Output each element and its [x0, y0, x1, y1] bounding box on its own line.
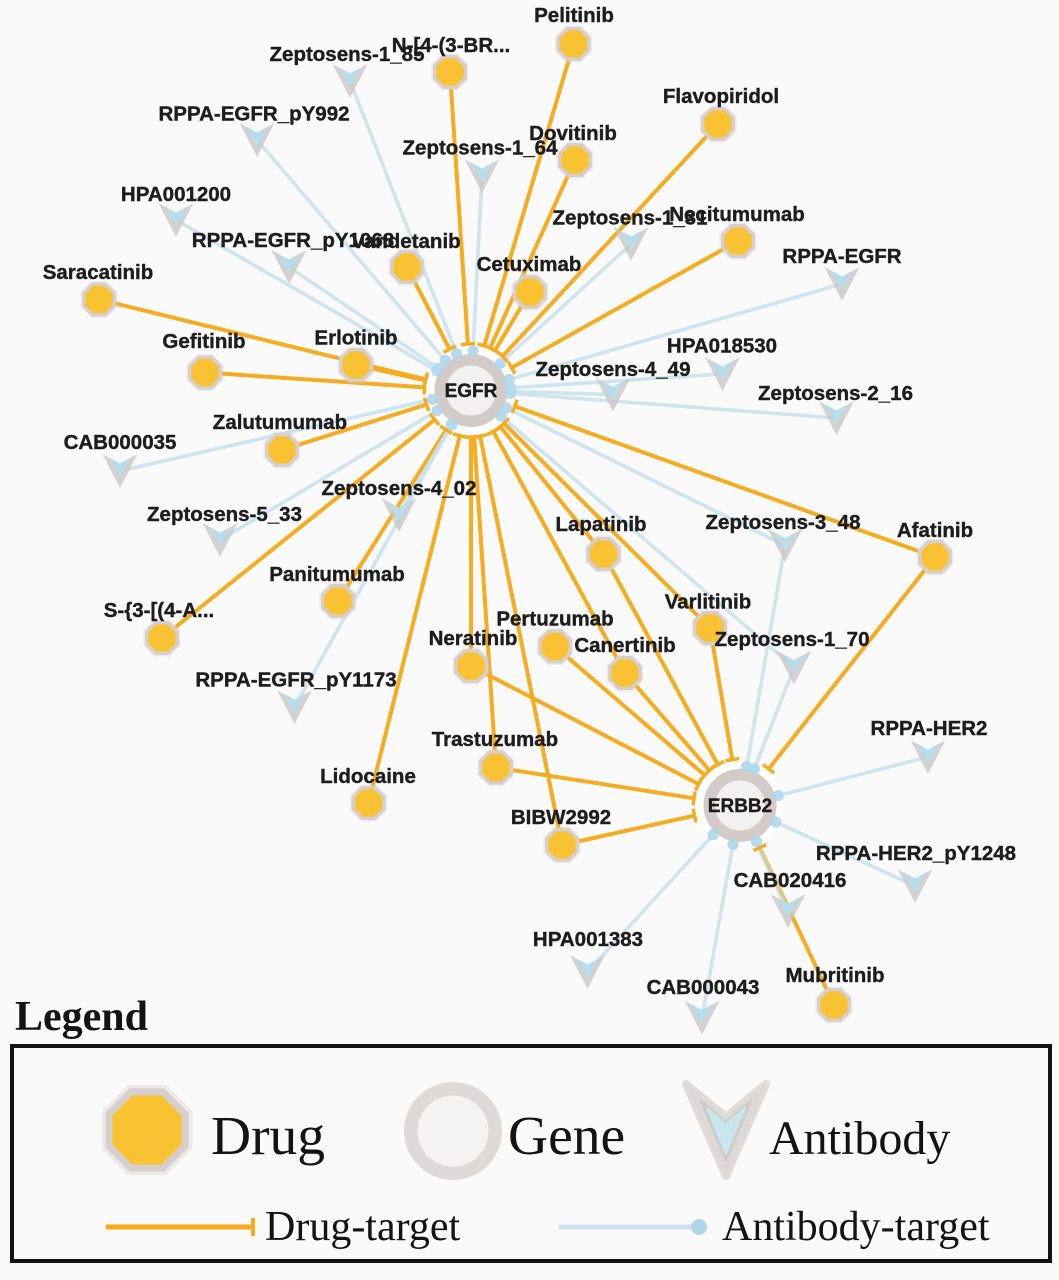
svg-text:Zalutumumab: Zalutumumab [213, 411, 347, 434]
svg-text:HPA018530: HPA018530 [667, 335, 777, 358]
svg-text:Varlitinib: Varlitinib [665, 591, 752, 614]
svg-text:ERBB2: ERBB2 [708, 796, 772, 817]
svg-text:CAB000043: CAB000043 [647, 976, 760, 999]
svg-text:Necitumumab: Necitumumab [669, 203, 805, 226]
svg-text:RPPA-EGFR_pY992: RPPA-EGFR_pY992 [158, 103, 349, 126]
svg-text:HPA001383: HPA001383 [533, 928, 643, 951]
svg-text:Trastuzumab: Trastuzumab [432, 728, 558, 751]
svg-text:RPPA-EGFR_pY1173: RPPA-EGFR_pY1173 [195, 669, 396, 692]
svg-text:Zeptosens-4_02: Zeptosens-4_02 [322, 477, 477, 500]
svg-text:Canertinib: Canertinib [574, 634, 675, 657]
svg-text:Zeptosens-4_49: Zeptosens-4_49 [536, 358, 691, 381]
svg-text:Antibody-target: Antibody-target [722, 1204, 990, 1250]
svg-text:RPPA-EGFR_pY1068: RPPA-EGFR_pY1068 [192, 229, 394, 252]
svg-text:Lidocaine: Lidocaine [320, 765, 416, 788]
svg-text:BIBW2992: BIBW2992 [511, 806, 611, 829]
svg-text:EGFR: EGFR [445, 381, 498, 402]
svg-text:Gene: Gene [508, 1106, 625, 1167]
svg-text:RPPA-HER2: RPPA-HER2 [871, 717, 988, 740]
svg-text:Panitumumab: Panitumumab [269, 563, 405, 586]
svg-text:Neratinib: Neratinib [429, 627, 518, 650]
svg-text:Gefitinib: Gefitinib [162, 330, 245, 353]
svg-text:Cetuximab: Cetuximab [477, 253, 582, 276]
svg-text:Pelitinib: Pelitinib [534, 4, 614, 27]
svg-text:Saracatinib: Saracatinib [43, 261, 154, 284]
svg-text:HPA001200: HPA001200 [121, 183, 231, 206]
svg-text:RPPA-EGFR: RPPA-EGFR [782, 245, 901, 268]
svg-text:Antibody: Antibody [769, 1112, 950, 1165]
svg-text:CAB000035: CAB000035 [64, 431, 177, 454]
svg-text:Zeptosens-1_64: Zeptosens-1_64 [403, 137, 559, 160]
svg-text:Erlotinib: Erlotinib [314, 327, 397, 350]
svg-text:Vandetanib: Vandetanib [351, 230, 460, 253]
svg-text:Zeptosens-5_33: Zeptosens-5_33 [147, 503, 302, 526]
svg-text:Flavopiridol: Flavopiridol [663, 85, 779, 108]
svg-text:Afatinib: Afatinib [897, 519, 973, 542]
svg-text:Dovitinib: Dovitinib [529, 122, 617, 145]
svg-text:Zeptosens-2_16: Zeptosens-2_16 [758, 382, 913, 405]
svg-text:Legend: Legend [15, 994, 148, 1040]
svg-text:CAB020416: CAB020416 [734, 869, 847, 892]
svg-text:Drug: Drug [211, 1106, 325, 1167]
svg-text:Lapatinib: Lapatinib [555, 513, 646, 536]
svg-text:RPPA-HER2_pY1248: RPPA-HER2_pY1248 [816, 842, 1016, 865]
svg-text:Drug-target: Drug-target [265, 1204, 460, 1250]
svg-text:Zeptosens-3_48: Zeptosens-3_48 [706, 511, 861, 534]
svg-text:N-[4-(3-BR...: N-[4-(3-BR... [392, 34, 510, 57]
svg-text:Zeptosens-1_31: Zeptosens-1_31 [553, 207, 708, 230]
svg-text:Pertuzumab: Pertuzumab [496, 608, 613, 631]
svg-text:Mubritinib: Mubritinib [785, 964, 884, 987]
svg-text:Zeptosens-1_70: Zeptosens-1_70 [715, 628, 870, 651]
svg-text:Zeptosens-1_85: Zeptosens-1_85 [270, 43, 425, 66]
svg-text:S-{3-[(4-A...: S-{3-[(4-A... [104, 599, 214, 622]
